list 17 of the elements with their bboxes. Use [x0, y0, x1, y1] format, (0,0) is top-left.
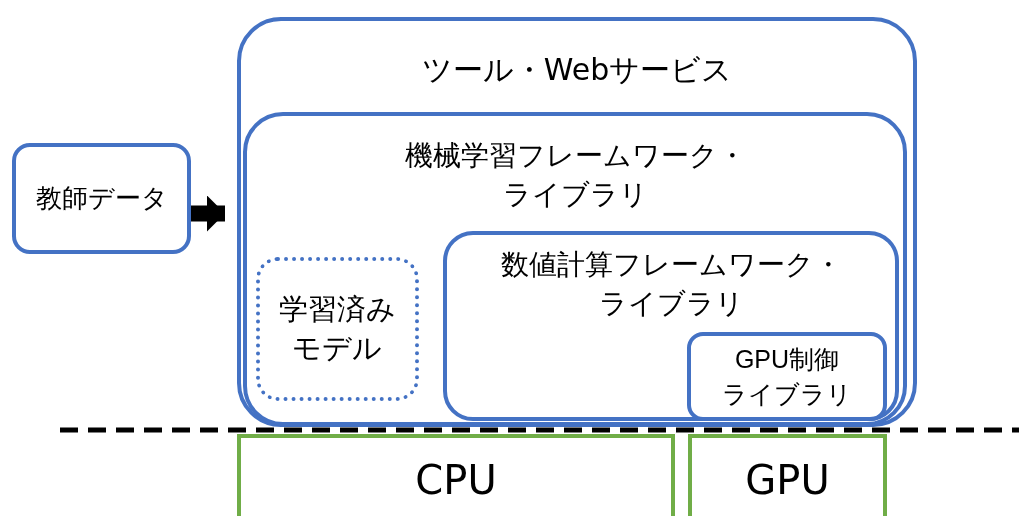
- container-box: [688, 434, 887, 516]
- node-label: ツール・Webサービス: [420, 51, 734, 89]
- node-label: GPU: [745, 456, 830, 505]
- container-box: [237, 17, 917, 427]
- node-label: CPU: [415, 456, 497, 505]
- node-label: GPU制御ライブラリ: [722, 343, 852, 410]
- node-label: 数値計算フレームワーク・ライブラリ: [500, 247, 842, 323]
- container-box: [443, 231, 899, 421]
- arrow: [191, 195, 225, 232]
- node-label: 機械学習フレームワーク・ライブラリ: [404, 138, 746, 214]
- label-box: [12, 143, 191, 254]
- container-box: [243, 112, 907, 426]
- label-box: [687, 332, 887, 421]
- label-box: [256, 257, 419, 401]
- node-label: 学習済みモデル: [278, 290, 397, 367]
- node-label: 教師データ: [35, 182, 168, 216]
- container-box: [237, 434, 675, 516]
